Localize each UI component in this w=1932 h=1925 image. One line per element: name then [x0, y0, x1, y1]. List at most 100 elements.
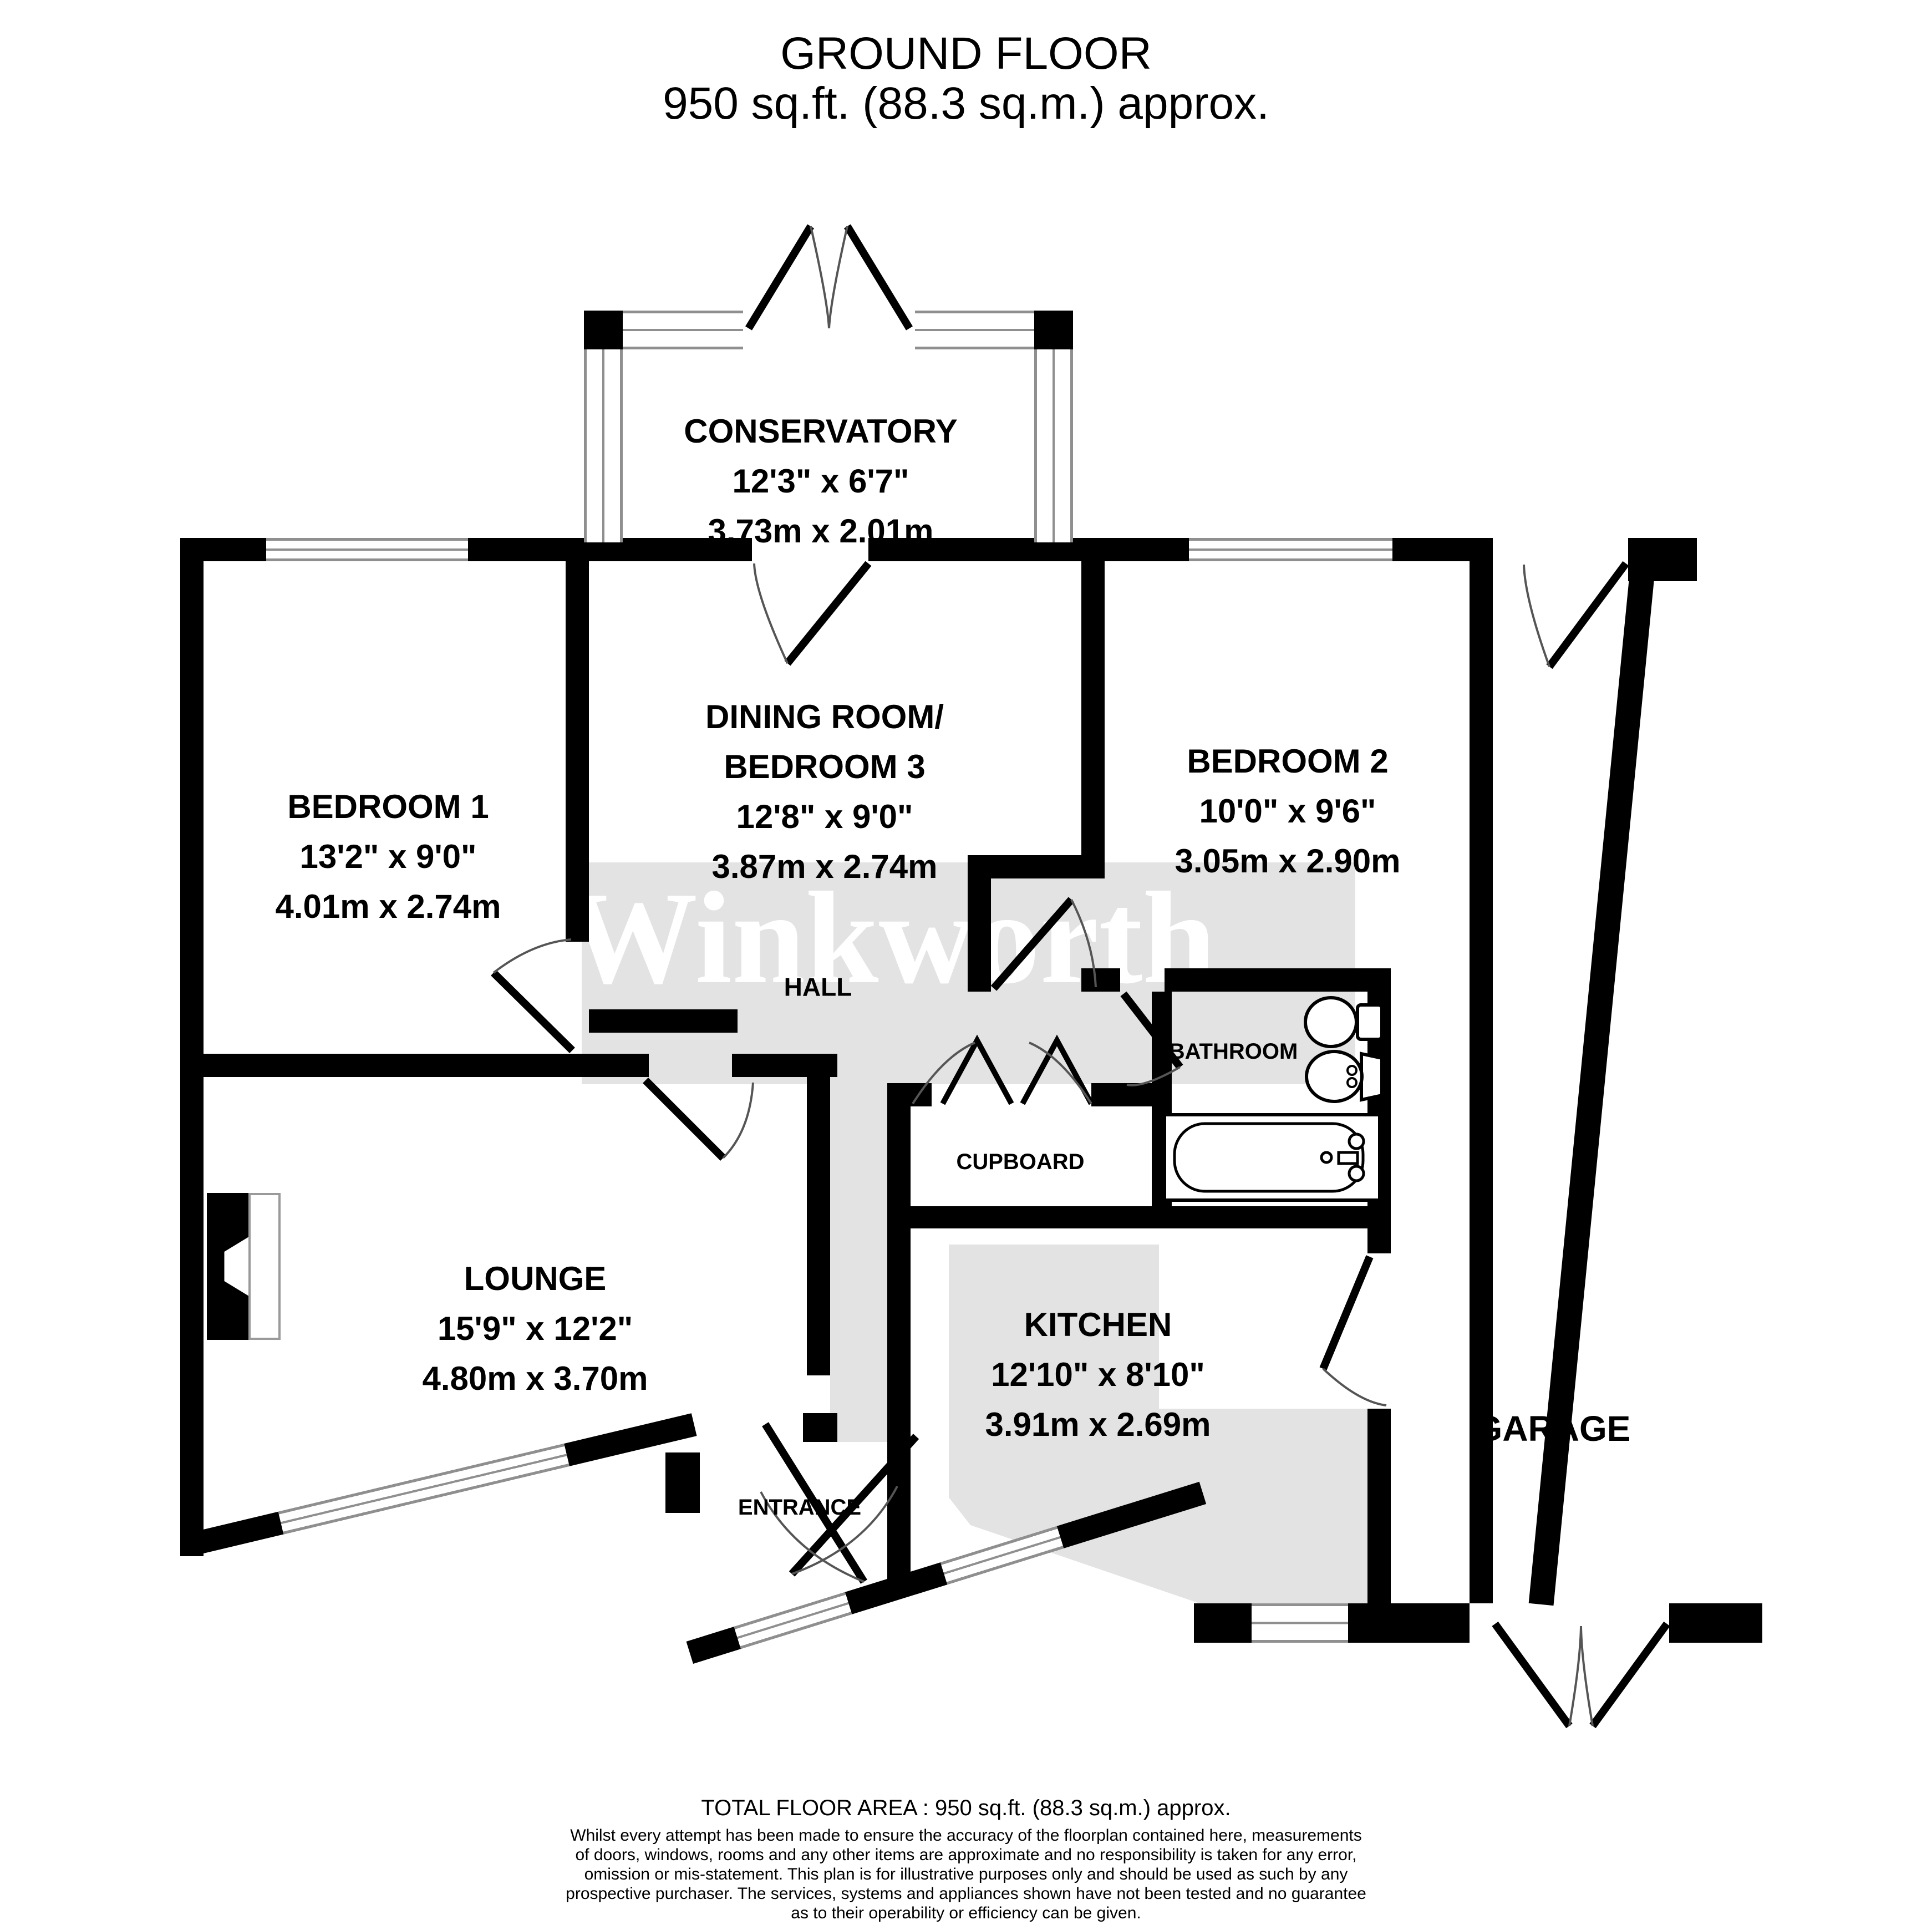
door-arc	[791, 1486, 898, 1575]
conservatory-door-leaf	[844, 224, 913, 331]
entrance-door-leaf	[762, 1422, 867, 1584]
entrance-door-leaf	[789, 1434, 919, 1577]
wall	[1081, 968, 1120, 992]
wall-bedroom2-bottom	[1165, 968, 1391, 992]
room-dims-metric: 4.01m x 2.74m	[275, 888, 501, 925]
bedroom1-door-leaf	[491, 970, 575, 1053]
wall-garage-bottom	[1669, 1603, 1762, 1643]
garage-door-leaf	[1492, 1621, 1573, 1729]
cupboard-bifold-leaf	[1020, 1034, 1094, 1105]
room-name: BEDROOM 1	[287, 788, 489, 825]
wall-lounge-right	[807, 1077, 830, 1375]
door-arc	[722, 1082, 754, 1159]
room-name: LOUNGE	[464, 1260, 607, 1297]
room-name-line2: BEDROOM 3	[724, 748, 926, 785]
door-arc	[1580, 1626, 1594, 1726]
disclaimer-line: as to their operability or efficiency ca…	[791, 1904, 1141, 1922]
room-dims-metric: 4.80m x 3.70m	[422, 1360, 648, 1397]
room-label-hall: HALL	[784, 972, 852, 1002]
cupboard-bifold-leaf	[940, 1034, 1014, 1105]
conservatory-corner-post-right	[1034, 311, 1073, 349]
wall-lounge-top	[180, 1054, 649, 1077]
wall	[868, 538, 1189, 561]
room-label-dining-bedroom3: DINING ROOM/ BEDROOM 3 12'8" x 9'0" 3.87…	[705, 692, 944, 892]
garage-door-leaf	[1589, 1621, 1670, 1729]
room-dims-metric: 3.73m x 2.01m	[708, 512, 934, 550]
page-title: GROUND FLOOR	[780, 28, 1152, 79]
disclaimer-line: omission or mis-statement. This plan is …	[584, 1865, 1348, 1883]
wall	[180, 538, 204, 1556]
conservatory-corner-post-left	[584, 311, 623, 349]
room-name-line1: DINING ROOM/	[705, 698, 944, 735]
wall-kitchen-right	[1367, 1409, 1391, 1603]
page-subtitle-area: 950 sq.ft. (88.3 sq.m.) approx.	[663, 78, 1269, 129]
room-dims-imperial: 12'10" x 8'10"	[991, 1356, 1205, 1393]
kitchen-rear-window	[1252, 1603, 1348, 1643]
door-arc	[760, 1491, 865, 1583]
sink-basin	[1305, 1050, 1364, 1103]
wall-kitchen-top	[887, 1206, 1391, 1228]
bathroom-door-leaf	[1120, 991, 1183, 1070]
total-floor-area: TOTAL FLOOR AREA : 950 sq.ft. (88.3 sq.m…	[701, 1796, 1231, 1820]
sink-tap	[1346, 1065, 1358, 1076]
fireplace-hearth	[248, 1193, 281, 1340]
room-label-lounge: LOUNGE 15'9" x 12'2" 4.80m x 3.70m	[423, 1254, 648, 1404]
door-arc	[1029, 1042, 1092, 1105]
wall-dining-bedroom2	[1081, 561, 1105, 855]
bath-spout	[1337, 1151, 1359, 1165]
wall	[968, 878, 991, 992]
bedroom1-window	[266, 538, 468, 561]
sink-bracket	[1360, 1052, 1384, 1102]
bath-drain	[1320, 1151, 1333, 1164]
room-name: CONSERVATORY	[684, 413, 958, 450]
door-arc	[753, 563, 789, 664]
door-arc	[1568, 1626, 1582, 1726]
wall-bedroom1-dining	[566, 561, 589, 942]
door-arc	[1523, 564, 1550, 667]
door-arc	[912, 1042, 975, 1105]
disclaimer-line: prospective purchaser. The services, sys…	[566, 1885, 1366, 1903]
room-dims-metric: 3.87m x 2.74m	[711, 848, 938, 885]
door-swing-arcs	[492, 226, 1594, 1726]
door-arc	[810, 226, 830, 329]
room-dims-imperial: 13'2" x 9'0"	[299, 838, 477, 875]
door-arc	[828, 226, 848, 329]
door-arc	[492, 938, 572, 974]
garage-side-door-leaf	[1546, 561, 1629, 669]
wall-bedroom2-jog	[968, 855, 1105, 878]
disclaimer-line: of doors, windows, rooms and any other i…	[575, 1846, 1357, 1864]
bathtub-basin	[1173, 1122, 1365, 1193]
wall-kitchen-bottom	[1194, 1603, 1252, 1643]
room-dims-metric: 3.91m x 2.69m	[985, 1406, 1211, 1443]
wall-porch-post	[665, 1452, 700, 1513]
sink-tap	[1346, 1077, 1358, 1088]
disclaimer-line: Whilst every attempt has been made to en…	[570, 1826, 1362, 1845]
room-label-conservatory: CONSERVATORY 12'3" x 6'7" 3.73m x 2.01m	[684, 407, 957, 556]
room-dims-imperial: 10'0" x 9'6"	[1199, 793, 1376, 830]
wall-porch-post	[803, 1413, 837, 1442]
metropix-credit: Made with Metropix ©2026	[0, 1923, 1932, 1925]
room-label-cupboard: CUPBOARD	[956, 1150, 1085, 1174]
bedroom2-door-leaf	[990, 897, 1075, 991]
wall-garage-left	[1470, 561, 1493, 1603]
wall-hall	[589, 1009, 738, 1033]
bedroom2-window	[1189, 538, 1392, 561]
wall-cupboard-top	[1091, 1083, 1152, 1106]
door-arc	[1126, 1066, 1181, 1086]
wall-kitchen-bottom	[1348, 1603, 1470, 1643]
lounge-door-leaf	[643, 1078, 726, 1161]
room-label-garage: GARAGE	[1475, 1409, 1631, 1449]
toilet-bowl	[1304, 996, 1358, 1048]
room-label-entrance: ENTRANCE	[738, 1495, 862, 1520]
corridor-floor-shading	[830, 1084, 887, 1442]
kitchen-garage-door-leaf	[1319, 1255, 1374, 1370]
room-name: KITCHEN	[1024, 1306, 1172, 1343]
room-label-bathroom: BATHROOM	[1168, 1039, 1298, 1064]
room-dims-imperial: 12'3" x 6'7"	[732, 463, 909, 500]
wall	[1392, 538, 1493, 561]
room-label-kitchen: KITCHEN 12'10" x 8'10" 3.91m x 2.69m	[985, 1300, 1211, 1450]
room-dims-imperial: 12'8" x 9'0"	[736, 798, 913, 835]
dining-door-leaf	[784, 561, 872, 666]
wall	[1367, 1228, 1391, 1253]
